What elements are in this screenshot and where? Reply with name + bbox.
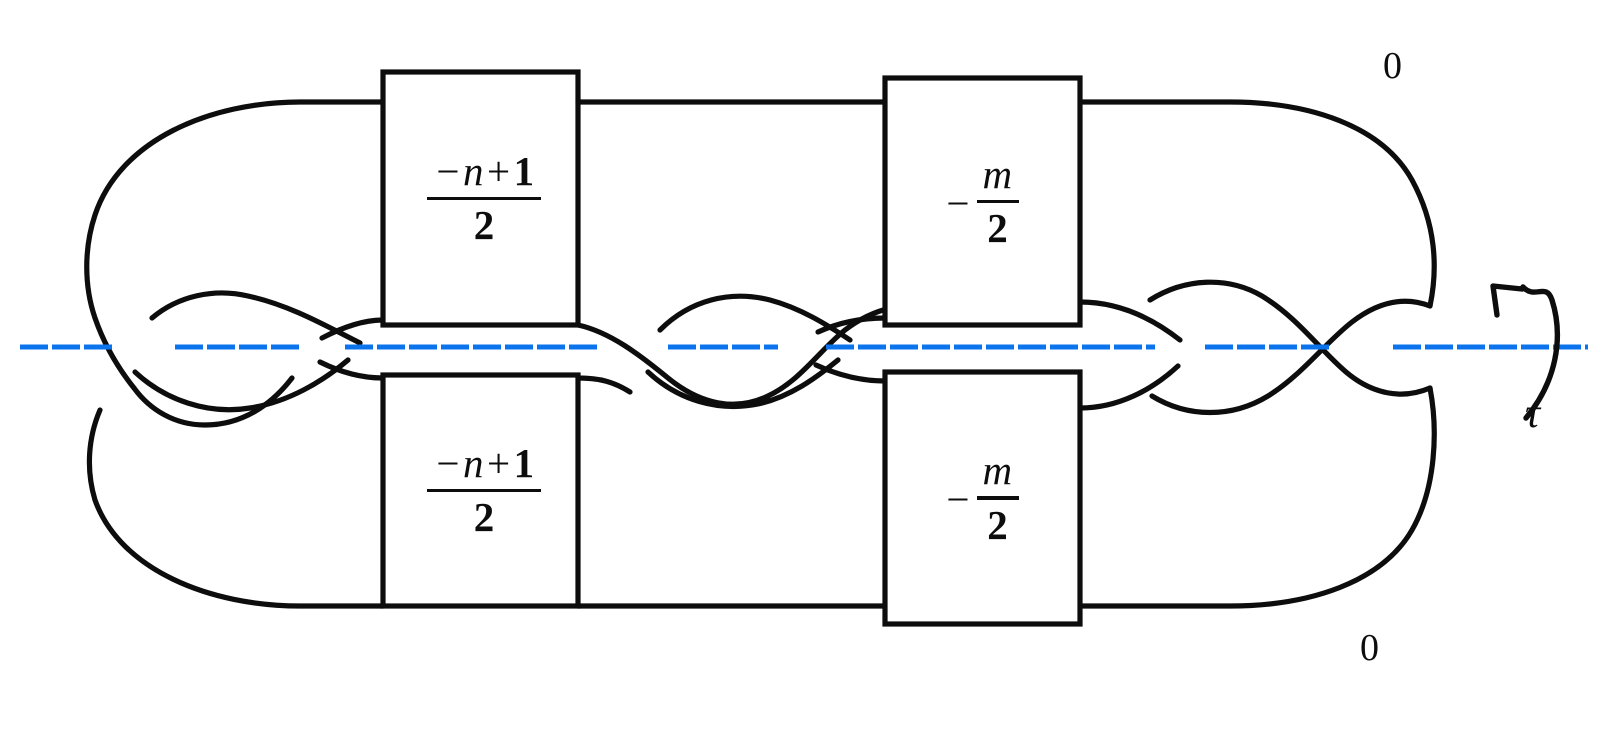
right-clasp-over-strand: [1147, 279, 1433, 397]
tangle-box-bottom-left[interactable]: [380, 372, 581, 609]
tau-rotation-arrow: [1490, 283, 1560, 421]
right-outer-loop-top: [1077, 99, 1437, 309]
tangle-box-top-left[interactable]: [380, 69, 581, 328]
middle-clasp-under-strand-lower: [575, 375, 633, 395]
tangle-box-top-right[interactable]: [882, 75, 1083, 328]
tangle-box-bottom-right[interactable]: [882, 369, 1083, 627]
left-outer-loop-bottom: [86, 407, 386, 609]
left-outer-loop-top: [84, 99, 386, 391]
left-clasp-over-strand: [131, 375, 295, 428]
middle-clasp-lower-arc: [645, 357, 841, 409]
middle-clasp-upper-arc: [657, 293, 853, 343]
right-clasp-lower-arc: [1077, 363, 1181, 411]
middle-clasp-to-brbox-upper: [813, 362, 888, 384]
left-clasp-to-topbox-lower: [319, 317, 386, 341]
left-clasp-lower-arc: [132, 357, 351, 413]
middle-clasp-over-strand: [575, 304, 899, 407]
middle-clasp-to-trbox-lower: [815, 315, 888, 335]
right-outer-loop-bottom: [1077, 385, 1437, 609]
right-clasp-over-strand-2: [1149, 298, 1433, 416]
right-clasp-upper-arc: [1077, 299, 1183, 343]
left-clasp-to-bottombox-upper: [317, 359, 386, 381]
left-clasp-upper-arc: [149, 290, 363, 346]
